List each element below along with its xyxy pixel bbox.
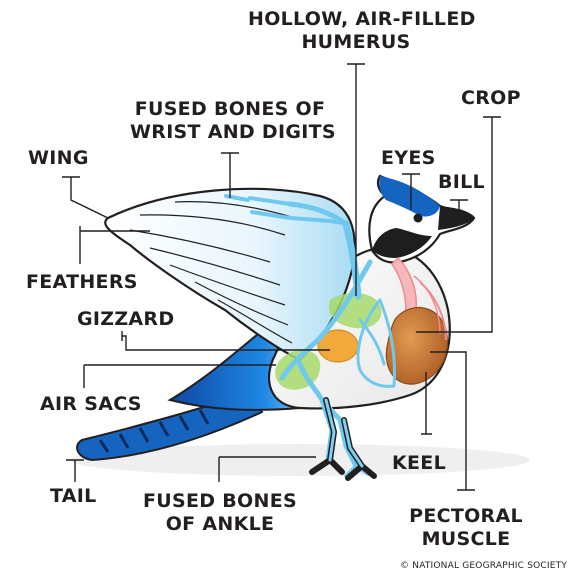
label-crop: CROP [461, 87, 521, 109]
humerus-leader [347, 63, 365, 296]
tail-leader [66, 459, 84, 482]
internal-organs [275, 256, 448, 390]
keel-leader [421, 372, 432, 435]
keel-bone [356, 298, 396, 388]
label-pectoral-muscle: PECTORAL MUSCLE [398, 505, 534, 551]
bill-leader [450, 199, 468, 210]
label-fused-wrist: FUSED BONES OF WRIST AND DIGITS [130, 98, 336, 144]
bill-shape [438, 206, 474, 230]
legs [309, 397, 377, 481]
label-feathers: FEATHERS [26, 271, 138, 293]
label-fused-ankle-line1: FUSED BONES [143, 490, 297, 512]
pectoral-leader [430, 351, 475, 491]
label-bill: BILL [438, 171, 485, 193]
ground-shadow [70, 444, 530, 476]
label-tail: TAIL [50, 485, 97, 507]
label-humerus-line2: HUMERUS [301, 31, 411, 53]
crop-leader [416, 116, 501, 333]
label-pectoral-line2: MUSCLE [421, 528, 511, 550]
tail-feathers [76, 390, 264, 462]
eyes-leader [402, 173, 420, 210]
label-fused-ankle: FUSED BONES OF ANKLE [134, 490, 306, 536]
wing [104, 187, 356, 362]
gizzard-leader [121, 331, 330, 351]
label-wing: WING [28, 147, 89, 169]
label-fused-wrist-line1: FUSED BONES OF [134, 98, 326, 120]
label-humerus-line1: HOLLOW, AIR-FILLED [248, 8, 476, 30]
feathers-leader [79, 226, 150, 264]
label-fused-wrist-line2: WRIST AND DIGITS [130, 121, 336, 143]
label-fused-ankle-line2: OF ANKLE [165, 513, 275, 535]
eye-icon [413, 213, 423, 223]
label-gizzard: GIZZARD [77, 308, 175, 330]
spine-bones [279, 259, 373, 381]
air-sacs-leader [83, 364, 276, 388]
label-keel: KEEL [392, 452, 446, 474]
copyright-credit: © NATIONAL GEOGRAPHIC SOCIETY [400, 561, 568, 571]
wing-leader [62, 176, 109, 219]
fused-wrist-leader [221, 152, 239, 198]
leader-lines [62, 63, 501, 491]
bird-head [368, 174, 476, 264]
label-humerus: HOLLOW, AIR-FILLED HUMERUS [248, 8, 476, 54]
label-pectoral-line1: PECTORAL [409, 505, 523, 527]
label-air-sacs: AIR SACS [40, 393, 142, 415]
fused-ankle-leader [218, 456, 316, 482]
label-eyes: EYES [381, 147, 436, 169]
